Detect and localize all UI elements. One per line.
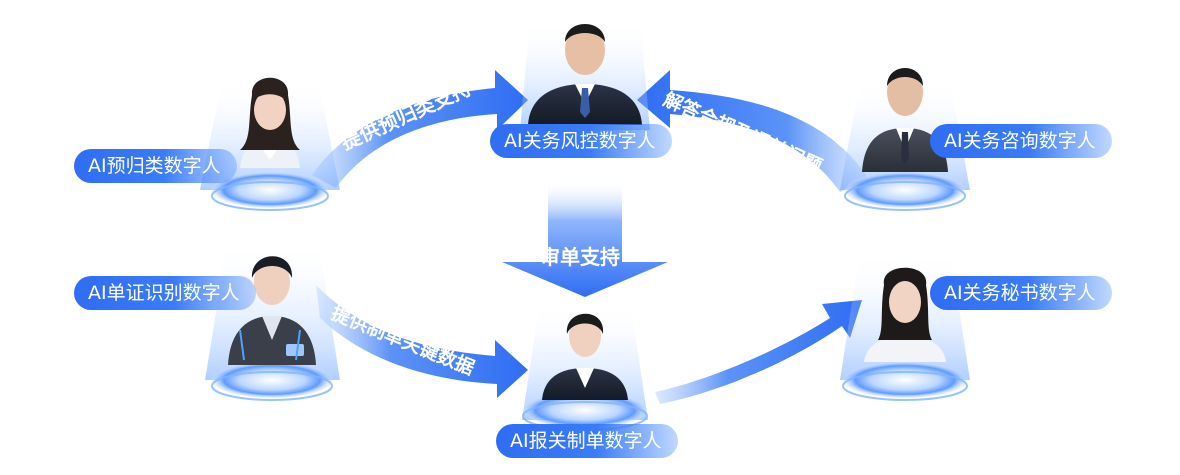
avatar-risk-control bbox=[520, 20, 650, 130]
avatar-consulting bbox=[840, 68, 970, 211]
avatar-declaration bbox=[522, 300, 648, 431]
node-label-risk-control: AI关务风控数字人 bbox=[490, 124, 672, 158]
arrow-related-data bbox=[655, 300, 862, 404]
avatar-document-recognition bbox=[205, 240, 340, 401]
node-label-secretary: AI关务秘书数字人 bbox=[930, 276, 1112, 310]
node-label-consulting: AI关务咨询数字人 bbox=[930, 124, 1112, 158]
arrow-preclass-support bbox=[312, 70, 528, 188]
node-label-preclass: AI预归类数字人 bbox=[74, 149, 237, 183]
node-label-declaration: AI报关制单数字人 bbox=[496, 424, 678, 458]
avatar-preclass bbox=[200, 77, 340, 211]
arrow-key-data bbox=[316, 285, 528, 398]
avatar-secretary bbox=[840, 250, 970, 401]
arrow-review-support bbox=[502, 180, 668, 297]
arrow-compliance-answer bbox=[637, 70, 868, 192]
arrow-text-review: 审单支持 bbox=[540, 245, 620, 269]
node-label-document-recognition: AI单证识别数字人 bbox=[74, 276, 256, 310]
